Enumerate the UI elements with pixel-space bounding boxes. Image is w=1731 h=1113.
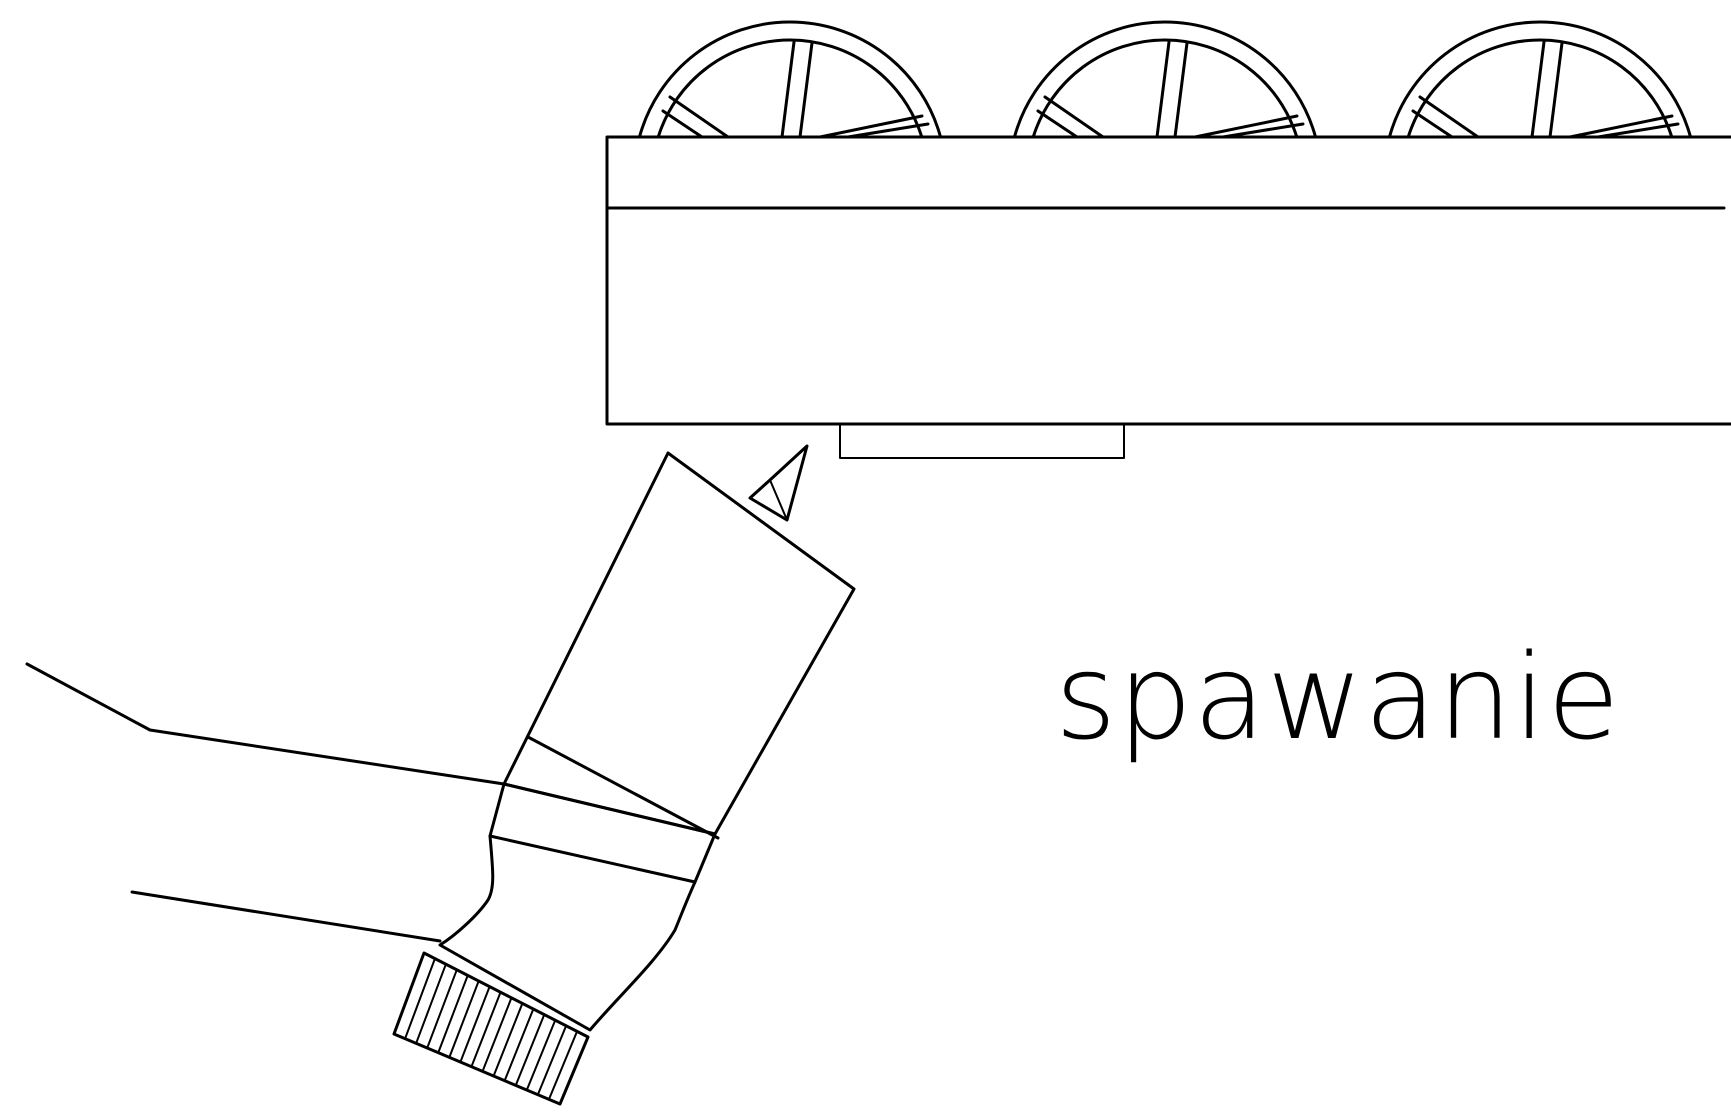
grip-knurl-line	[503, 1008, 535, 1082]
grip-knurl-line	[481, 996, 513, 1073]
roller-spoke	[1221, 122, 1305, 139]
roller-spoke	[1548, 41, 1564, 139]
grip-knurl-line	[525, 1019, 557, 1091]
roller-spoke	[1193, 114, 1299, 139]
roller-spoke	[846, 122, 930, 139]
roller-wheel-icon	[1387, 20, 1693, 139]
roller-outer-rim	[637, 20, 943, 139]
arm-upper-line	[25, 662, 506, 786]
roller-spoke	[780, 40, 796, 139]
grip-knurl-line	[492, 1002, 524, 1077]
hand-icon	[25, 662, 506, 943]
roller-outer-rim	[1387, 20, 1693, 139]
knurled-grip-icon	[392, 951, 590, 1106]
roller-spoke	[1596, 122, 1680, 139]
torch-body	[502, 451, 856, 836]
diagram-caption: spawanie	[1055, 628, 1621, 766]
roller-spoke	[1568, 114, 1674, 139]
roller-inner-rim	[1406, 38, 1674, 139]
roller-wheel-icon	[1012, 20, 1318, 139]
grip-knurl-line	[437, 974, 469, 1054]
torch-electrode	[748, 444, 809, 522]
roller-spoke	[1418, 95, 1480, 139]
roller-spoke	[661, 109, 704, 139]
grip-knurl-line	[426, 968, 458, 1049]
grip-knurl-line	[404, 957, 436, 1040]
roller-spoke	[1043, 95, 1105, 139]
beam-outline	[605, 135, 1731, 426]
roller-spoke	[798, 41, 814, 139]
grip-knurl-line	[470, 991, 502, 1068]
arm-lower-line	[130, 890, 442, 943]
roller-spoke	[1411, 109, 1454, 139]
roller-spoke	[1530, 40, 1546, 139]
grip-knurl-line	[514, 1013, 546, 1087]
electrode-edge	[769, 479, 788, 521]
weld-backing-plate	[839, 423, 1125, 459]
roller-spoke	[818, 114, 924, 139]
workpiece-beam	[605, 135, 1731, 459]
roller-spoke	[1173, 41, 1189, 139]
torch-collar-top	[526, 735, 720, 840]
grip-knurl-line	[448, 980, 480, 1059]
welding-torch-icon	[438, 444, 856, 1032]
roller-inner-rim	[656, 38, 924, 139]
grip-outline	[392, 951, 590, 1106]
grip-knurl-line	[547, 1030, 579, 1101]
roller-spoke	[1036, 109, 1079, 139]
grip-knurl-line	[536, 1024, 568, 1096]
torch-handle	[438, 834, 697, 1032]
roller-spoke	[1155, 40, 1171, 139]
roller-spoke	[668, 95, 730, 139]
roller-wheels	[637, 20, 1693, 139]
roller-wheel-icon	[637, 20, 943, 139]
roller-inner-rim	[1031, 38, 1299, 139]
grip-knurl-line	[415, 963, 447, 1045]
grip-knurl-line	[459, 985, 491, 1063]
roller-outer-rim	[1012, 20, 1318, 139]
torch-collar	[488, 782, 717, 884]
